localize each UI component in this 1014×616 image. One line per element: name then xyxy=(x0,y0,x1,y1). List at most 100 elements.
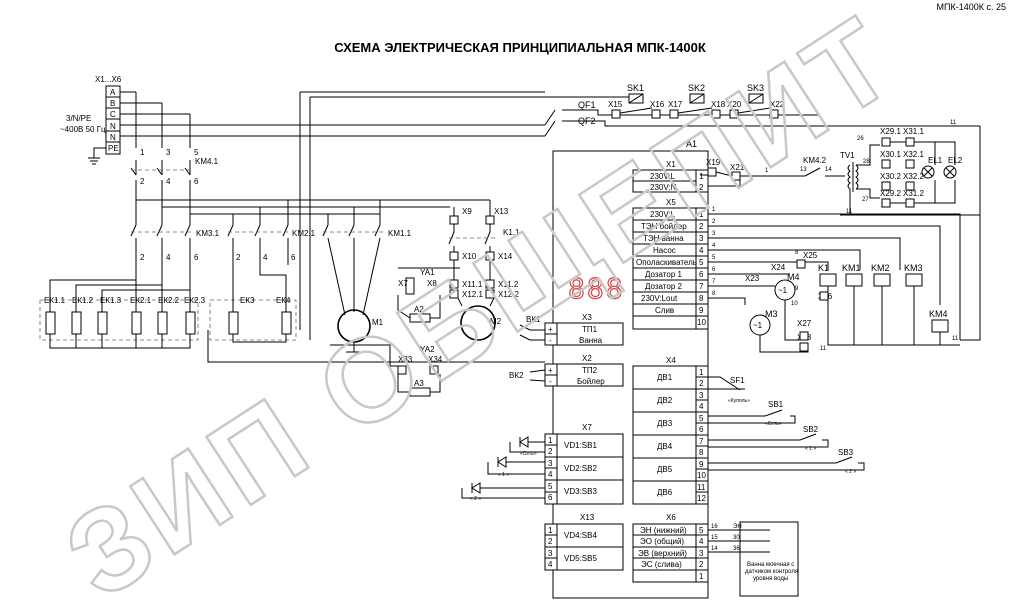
svg-text:X23: X23 xyxy=(745,274,760,283)
svg-text:ЭВ (верхний): ЭВ (верхний) xyxy=(638,549,687,558)
svg-text:X7: X7 xyxy=(582,423,592,432)
supply-voltage: ~400В 50 Гц xyxy=(60,125,106,134)
lamp-circuit: X19 X21 KM4.2 13 14 1 TV1 11 26 27 28 X2… xyxy=(700,120,981,341)
svg-text:X11.1: X11.1 xyxy=(462,280,483,289)
svg-text:3: 3 xyxy=(712,231,716,237)
svg-text:10: 10 xyxy=(791,301,798,307)
solenoid-valves: YA1 X7 X8 A2 YA2 X33 X34 A3 xyxy=(330,267,460,397)
svg-text:ЕК1.3: ЕК1.3 xyxy=(100,296,122,305)
svg-text:13: 13 xyxy=(800,167,807,173)
page-reference: МПК-1400К с. 25 xyxy=(937,2,1006,12)
svg-text:4: 4 xyxy=(699,246,704,255)
svg-text:M1: M1 xyxy=(372,318,384,327)
contactor-km2-1: KM2.1 2 4 6 xyxy=(227,200,316,265)
svg-text:уровня воды: уровня воды xyxy=(753,576,788,582)
svg-text:15: 15 xyxy=(711,535,718,541)
svg-text:Ополаскиватель: Ополаскиватель xyxy=(636,258,697,267)
contactor-km4-1: KM4.1 1 3 5 2 4 6 xyxy=(130,148,219,225)
svg-text:X16: X16 xyxy=(650,100,665,109)
svg-text:~1: ~1 xyxy=(778,286,788,295)
svg-text:A2: A2 xyxy=(414,305,424,314)
svg-text:230V:N: 230V:N xyxy=(650,183,677,192)
svg-text:EL2: EL2 xyxy=(948,156,963,165)
svg-text:ТЭН бойлер: ТЭН бойлер xyxy=(641,222,687,231)
svg-text:9: 9 xyxy=(699,460,704,469)
svg-text:VD1:SB1: VD1:SB1 xyxy=(564,441,597,450)
svg-text:Ванна моечная с: Ванна моечная с xyxy=(747,562,794,568)
svg-text:1: 1 xyxy=(699,368,704,377)
svg-text:YA1: YA1 xyxy=(420,268,435,277)
svg-text:230V:Lout: 230V:Lout xyxy=(641,294,678,303)
svg-text:B: B xyxy=(110,99,115,108)
svg-text:X5: X5 xyxy=(666,198,676,207)
svg-text:1: 1 xyxy=(765,168,769,174)
svg-text:4: 4 xyxy=(166,177,171,186)
svg-text:VD5:SB5: VD5:SB5 xyxy=(564,554,597,563)
svg-text:14: 14 xyxy=(711,546,718,552)
svg-text:+: + xyxy=(548,325,553,334)
svg-text:M2: M2 xyxy=(490,317,502,326)
svg-text:6: 6 xyxy=(712,267,716,273)
svg-text:8: 8 xyxy=(699,294,704,303)
svg-text:K1.1: K1.1 xyxy=(503,228,520,237)
svg-text:SK1: SK1 xyxy=(627,83,644,93)
svg-text:ЕК4: ЕК4 xyxy=(276,296,291,305)
svg-text:X1...X6: X1...X6 xyxy=(95,75,122,84)
svg-text:A3: A3 xyxy=(414,379,424,388)
svg-text:6: 6 xyxy=(699,425,704,434)
output-relays: 1 2 3 4 5 6 7 8 X23 X24 X25 X26 X27 X28 … xyxy=(708,207,961,353)
svg-text:6: 6 xyxy=(194,253,199,262)
svg-text:5: 5 xyxy=(699,526,704,535)
svg-text:X18: X18 xyxy=(711,100,726,109)
svg-text:A: A xyxy=(110,88,116,97)
svg-text:ЭС (слива): ЭС (слива) xyxy=(641,560,682,569)
svg-text:« 1 »: « 1 » xyxy=(805,446,816,452)
temperature-sensors: ВК1 ВК2 xyxy=(509,315,546,382)
connector-x3: X3 + - ТП1 Ванна xyxy=(544,313,624,346)
svg-text:10: 10 xyxy=(697,471,706,480)
indicator-leds: «Сеть» « 1 » « 2 » xyxy=(461,436,545,502)
svg-text:KM1.1: KM1.1 xyxy=(388,229,412,238)
svg-text:Ванна: Ванна xyxy=(579,336,603,345)
svg-text:4: 4 xyxy=(548,470,553,479)
svg-text:8: 8 xyxy=(699,448,704,457)
svg-text:X10: X10 xyxy=(462,252,477,261)
svg-text:X17: X17 xyxy=(668,100,683,109)
svg-text:SB1: SB1 xyxy=(768,400,784,409)
svg-text:5: 5 xyxy=(699,258,704,267)
svg-text:16: 16 xyxy=(711,524,718,530)
svg-text:X29.1: X29.1 xyxy=(880,127,901,136)
svg-text:Бойлер: Бойлер xyxy=(577,377,605,386)
svg-text:X15: X15 xyxy=(608,100,623,109)
svg-text:X32.2: X32.2 xyxy=(903,172,924,181)
svg-text:2: 2 xyxy=(548,447,553,456)
thermostat-sk: SK1 SK2 SK3 X15 X16 X17 X18 X20 X22 xyxy=(608,83,785,119)
svg-text:VD2:SB2: VD2:SB2 xyxy=(564,464,597,473)
svg-text:Насос: Насос xyxy=(653,246,676,255)
svg-text:3: 3 xyxy=(166,148,171,157)
svg-text:X11.2: X11.2 xyxy=(498,280,519,289)
svg-text:ВК2: ВК2 xyxy=(509,371,524,380)
svg-text:4: 4 xyxy=(548,560,553,569)
supply-terminal: X1...X6 A B C N N PE 3/N/PE ~400В 50 Гц xyxy=(60,75,122,165)
control-switches: SF1 «Куполь» SB1 «Сеть» SB2 « 1 » SB3 « … xyxy=(708,376,865,475)
svg-text:X24: X24 xyxy=(771,263,786,272)
svg-text:11: 11 xyxy=(950,120,957,126)
svg-text:N: N xyxy=(110,133,116,142)
svg-text:ДВ4: ДВ4 xyxy=(657,442,673,451)
svg-text:X22: X22 xyxy=(770,100,785,109)
svg-text:ДВ5: ДВ5 xyxy=(657,465,673,474)
svg-text:«Куполь»: «Куполь» xyxy=(728,398,750,404)
svg-text:K1: K1 xyxy=(818,263,829,273)
svg-text:VD3:SB3: VD3:SB3 xyxy=(564,487,597,496)
svg-text:X6: X6 xyxy=(666,513,676,522)
svg-text:ЕК1.2: ЕК1.2 xyxy=(72,296,94,305)
svg-text:5: 5 xyxy=(699,414,704,423)
svg-text:KM1: KM1 xyxy=(842,263,861,273)
svg-text:11: 11 xyxy=(952,336,959,342)
svg-text:QF1: QF1 xyxy=(578,100,596,110)
level-sensor-box: Ванна моечная с датчиком контроля уровня… xyxy=(708,521,799,597)
svg-text:X19: X19 xyxy=(706,158,721,167)
svg-text:SB3: SB3 xyxy=(838,448,854,457)
